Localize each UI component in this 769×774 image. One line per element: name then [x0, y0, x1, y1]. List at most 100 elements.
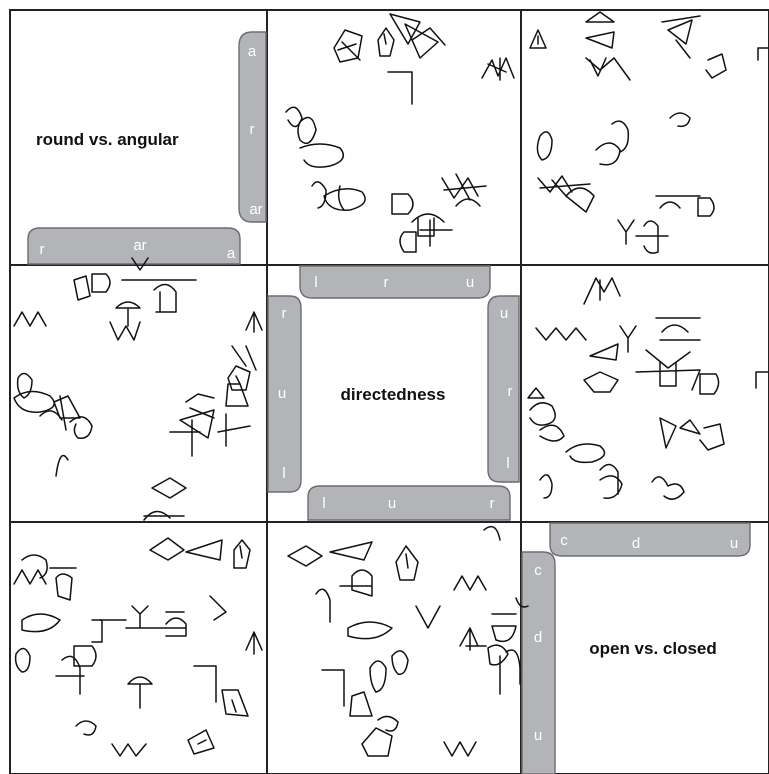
- handwritten-glyph: [758, 48, 768, 60]
- bar-label-mid: d: [632, 535, 640, 552]
- scale-bar-right-directedness: u r l: [488, 296, 519, 482]
- bar-label-right: u: [466, 274, 474, 291]
- handwritten-glyph: [166, 612, 186, 636]
- handwritten-glyph: [350, 692, 372, 716]
- handwritten-glyph: [442, 174, 486, 200]
- handwritten-glyph: [246, 312, 262, 332]
- handwritten-glyph: [56, 456, 68, 476]
- handwritten-glyph: [56, 656, 84, 694]
- bar-label-right: r: [490, 495, 495, 512]
- glyph-scatter-panel-bottom-middle: [288, 527, 528, 756]
- handwritten-glyph: [300, 144, 343, 167]
- handwritten-glyph: [16, 648, 30, 672]
- handwritten-glyph: [222, 690, 248, 716]
- handwritten-glyph: [170, 420, 200, 456]
- handwritten-glyph: [218, 384, 250, 446]
- handwritten-glyph: [186, 540, 250, 568]
- handwritten-glyph: [756, 372, 768, 388]
- scale-bar-bottom-directedness: l u r: [308, 486, 510, 520]
- bar-label-top: r: [282, 305, 287, 322]
- bar-label-mid: d: [534, 629, 542, 646]
- handwritten-glyph: [312, 182, 326, 208]
- handwritten-glyph: [378, 716, 398, 731]
- handwritten-glyph: [128, 677, 152, 708]
- bar-label-mid: r: [250, 121, 255, 138]
- handwritten-glyph: [348, 622, 392, 639]
- handwritten-glyph: [456, 199, 480, 206]
- handwritten-glyph: [584, 344, 618, 392]
- bar-label-left: l: [322, 495, 325, 512]
- handwritten-glyph: [50, 568, 76, 600]
- handwritten-glyph: [316, 589, 330, 622]
- glyph-scatter-panel-middle-right: [528, 278, 768, 499]
- bar-label-mid: u: [278, 385, 286, 402]
- glyph-scatter-panel-middle-left: [14, 258, 262, 520]
- handwritten-glyph: [150, 538, 184, 560]
- handwritten-glyph: [460, 628, 508, 665]
- glyph-scatter-panel-top-right: [530, 12, 768, 253]
- handwritten-glyph: [670, 113, 690, 126]
- handwritten-glyph: [92, 620, 102, 642]
- bar-label-top: u: [500, 305, 508, 322]
- handwritten-glyph: [700, 424, 724, 450]
- bar-label-top: a: [248, 43, 257, 60]
- bar-label-bottom: l: [282, 465, 285, 482]
- handwritten-glyph: [324, 189, 365, 210]
- handwritten-glyph: [322, 670, 344, 706]
- handwritten-glyph: [500, 650, 520, 694]
- handwritten-glyph: [14, 391, 54, 412]
- handwritten-glyph: [656, 318, 700, 340]
- handwritten-glyph: [636, 221, 668, 253]
- handwritten-glyph: [390, 14, 438, 58]
- panel-title-round-angular: round vs. angular: [36, 130, 179, 149]
- bar-label-mid: r: [508, 383, 513, 400]
- bar-label-left: r: [40, 241, 45, 258]
- handwritten-glyph: [40, 411, 92, 438]
- handwritten-glyph: [392, 651, 408, 674]
- handwritten-glyph: [584, 278, 620, 304]
- handwritten-glyph: [484, 527, 500, 540]
- handwritten-glyph: [228, 366, 250, 390]
- scale-bar-horizontal-round-angular: r ar a: [28, 228, 240, 264]
- bar-label-left: l: [314, 274, 317, 291]
- handwritten-glyph: [388, 72, 412, 104]
- handwritten-glyph: [188, 730, 214, 754]
- bar-label-top: c: [534, 562, 542, 579]
- handwritten-glyph: [392, 194, 413, 214]
- glyph-scatter-panel-bottom-left: [14, 516, 262, 756]
- handwritten-glyph: [656, 196, 700, 208]
- handwritten-glyph: [378, 28, 394, 56]
- handwritten-glyph: [396, 546, 418, 580]
- handwritten-glyph: [110, 322, 140, 340]
- handwritten-glyph: [152, 478, 186, 498]
- handwritten-glyph: [340, 570, 372, 596]
- handwritten-glyph: [210, 596, 226, 620]
- handwritten-glyph: [537, 132, 552, 160]
- bar-label-mid: r: [384, 274, 389, 291]
- handwritten-glyph: [22, 614, 60, 632]
- scale-bar-vertical-round-angular: a r ar: [239, 32, 266, 222]
- handwritten-glyph: [700, 374, 719, 394]
- glyph-scatter-panel-top-middle: [286, 14, 514, 252]
- bar-label-bottom: u: [534, 727, 542, 744]
- panel-directedness: directedness l r u r u l u r l l u r: [268, 266, 519, 520]
- handwritten-glyph: [530, 30, 546, 48]
- handwritten-glyph: [126, 606, 186, 628]
- bar-label-bottom: ar: [249, 201, 262, 218]
- handwritten-glyph: [288, 542, 372, 566]
- scale-bar-top-open-closed: c d u: [550, 523, 750, 556]
- handwritten-glyph: [566, 188, 594, 212]
- scale-bar-top-directedness: l r u: [300, 266, 490, 298]
- handwritten-glyph: [536, 328, 586, 340]
- handwritten-glyph: [338, 42, 360, 60]
- handwritten-glyph: [116, 302, 140, 326]
- handwritten-glyph: [412, 214, 444, 236]
- handwritten-glyph: [596, 121, 628, 165]
- handwritten-glyph: [660, 418, 700, 448]
- handwritten-glyph: [298, 118, 316, 144]
- handwritten-glyph: [194, 666, 216, 702]
- handwritten-glyph: [14, 312, 46, 326]
- panel-open-closed: open vs. closed c d u c d u: [522, 523, 750, 774]
- handwritten-glyph: [74, 274, 110, 300]
